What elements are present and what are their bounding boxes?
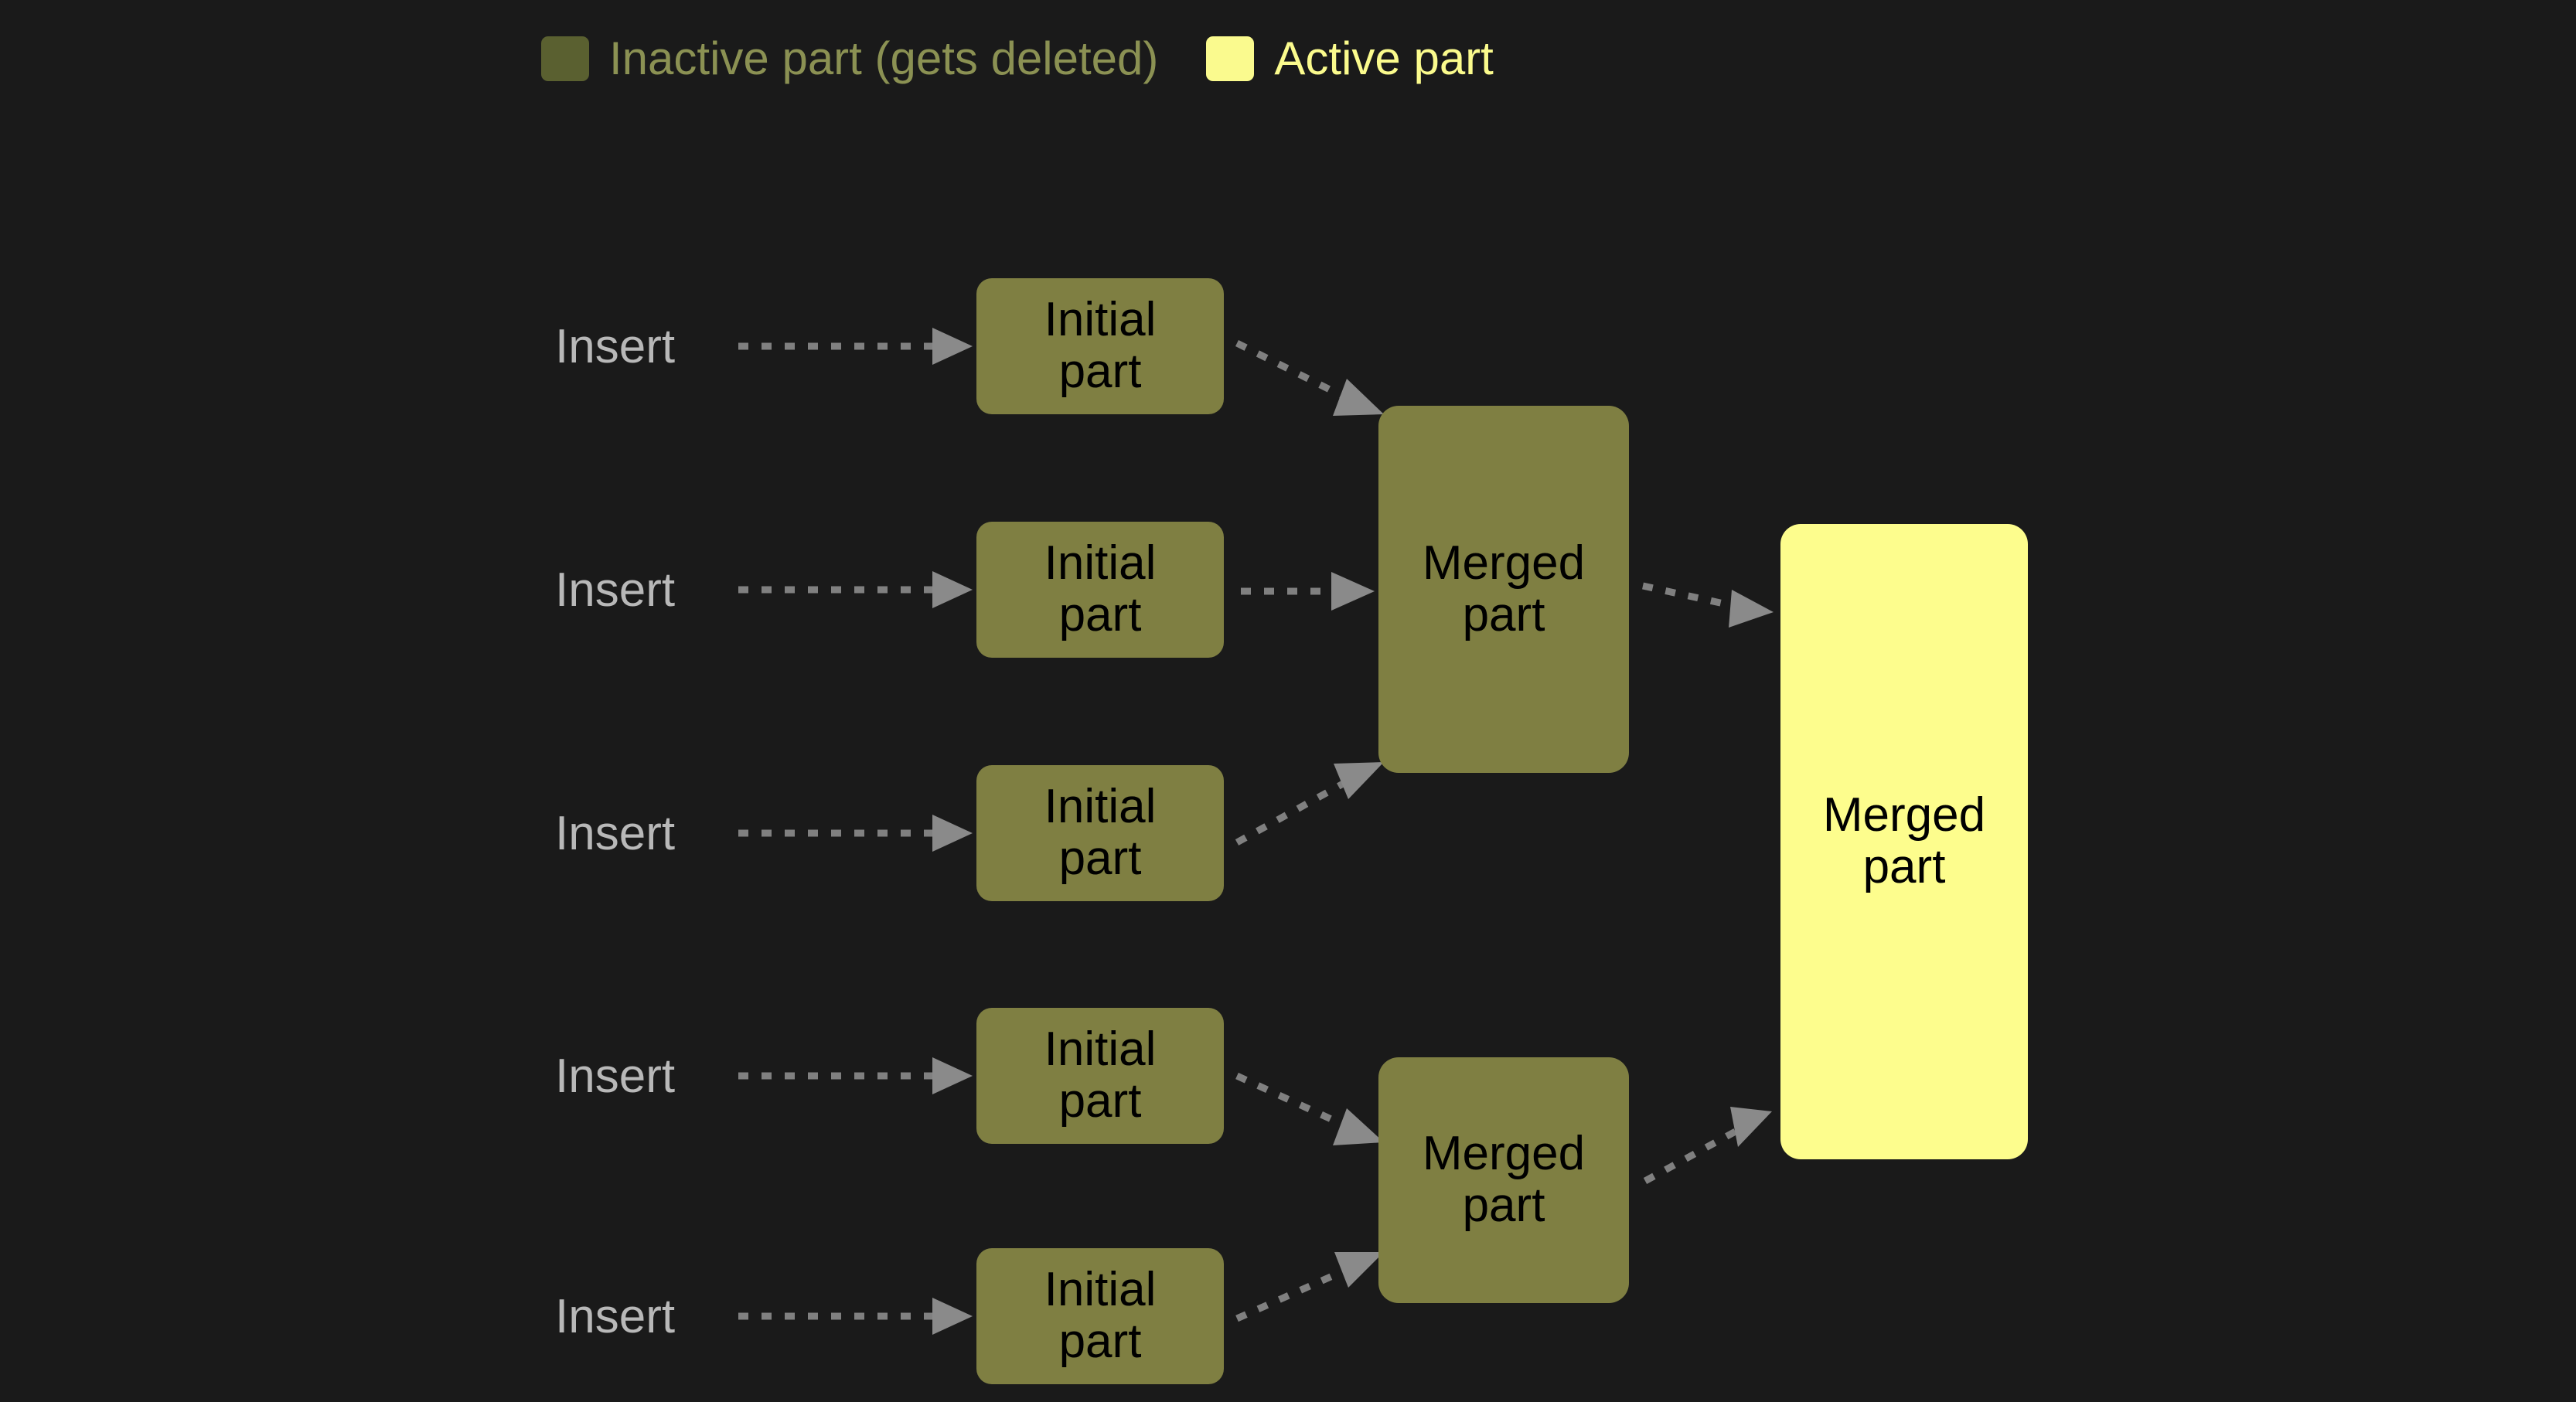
- edge-merged-top-to-merged-final: [1642, 582, 1774, 628]
- legend: Inactive part (gets deleted) Active part: [541, 23, 1494, 94]
- node-merged-part-final-line2: part: [1862, 840, 1946, 893]
- insert-label-5: Insert: [555, 1290, 676, 1343]
- insert-label-1: Insert: [555, 320, 676, 373]
- node-initial-part-1-line1: Initial: [1044, 293, 1157, 347]
- edge-initial-part-3-to-merged-top: [1235, 762, 1384, 846]
- node-merged-part-top[interactable]: Merged part: [1378, 406, 1629, 773]
- edge-initial-part-5-to-merged-bottom: [1235, 1252, 1384, 1322]
- node-merged-part-final[interactable]: Merged part: [1780, 524, 2028, 1159]
- node-initial-part-2-line1: Initial: [1044, 536, 1157, 590]
- node-initial-part-4-line2: part: [1058, 1074, 1142, 1128]
- node-initial-part-4[interactable]: Initial part: [976, 1008, 1224, 1144]
- node-initial-part-1[interactable]: Initial part: [976, 278, 1224, 414]
- node-initial-part-2-line2: part: [1058, 588, 1142, 641]
- insert-label-2: Insert: [555, 563, 676, 617]
- node-merged-part-bottom-line1: Merged: [1422, 1127, 1586, 1181]
- legend-label-inactive: Inactive part (gets deleted): [609, 32, 1159, 84]
- node-initial-part-5[interactable]: Initial part: [976, 1248, 1224, 1384]
- insert-label-3: Insert: [555, 807, 676, 860]
- node-merged-part-bottom[interactable]: Merged part: [1378, 1057, 1629, 1303]
- node-initial-part-5-line1: Initial: [1044, 1263, 1157, 1317]
- node-merged-part-final-line1: Merged: [1822, 788, 1986, 842]
- node-initial-part-3[interactable]: Initial part: [976, 765, 1224, 901]
- node-merged-part-top-line1: Merged: [1422, 536, 1586, 590]
- node-initial-part-2[interactable]: Initial part: [976, 522, 1224, 658]
- node-initial-part-3-line2: part: [1058, 832, 1142, 885]
- legend-item-active: Active part: [1206, 32, 1494, 84]
- edge-initial-part-2-to-merged-top: [1241, 572, 1375, 611]
- legend-label-active: Active part: [1274, 32, 1494, 84]
- edge-initial-part-4-to-merged-bottom: [1235, 1072, 1384, 1145]
- active-swatch-icon: [1206, 36, 1255, 81]
- node-initial-part-5-line2: part: [1058, 1315, 1142, 1368]
- node-merged-part-bottom-line2: part: [1462, 1179, 1545, 1232]
- node-initial-part-1-line2: part: [1058, 345, 1142, 398]
- edge-merged-bottom-to-merged-final: [1643, 1107, 1772, 1184]
- edge-initial-part-1-to-merged-top: [1235, 339, 1384, 416]
- inactive-swatch-icon: [541, 36, 589, 81]
- node-merged-part-top-line2: part: [1462, 587, 1545, 641]
- node-initial-part-4-line1: Initial: [1044, 1023, 1157, 1077]
- node-initial-part-3-line1: Initial: [1044, 780, 1157, 834]
- insert-label-4: Insert: [555, 1050, 676, 1103]
- legend-item-inactive: Inactive part (gets deleted): [541, 36, 1158, 82]
